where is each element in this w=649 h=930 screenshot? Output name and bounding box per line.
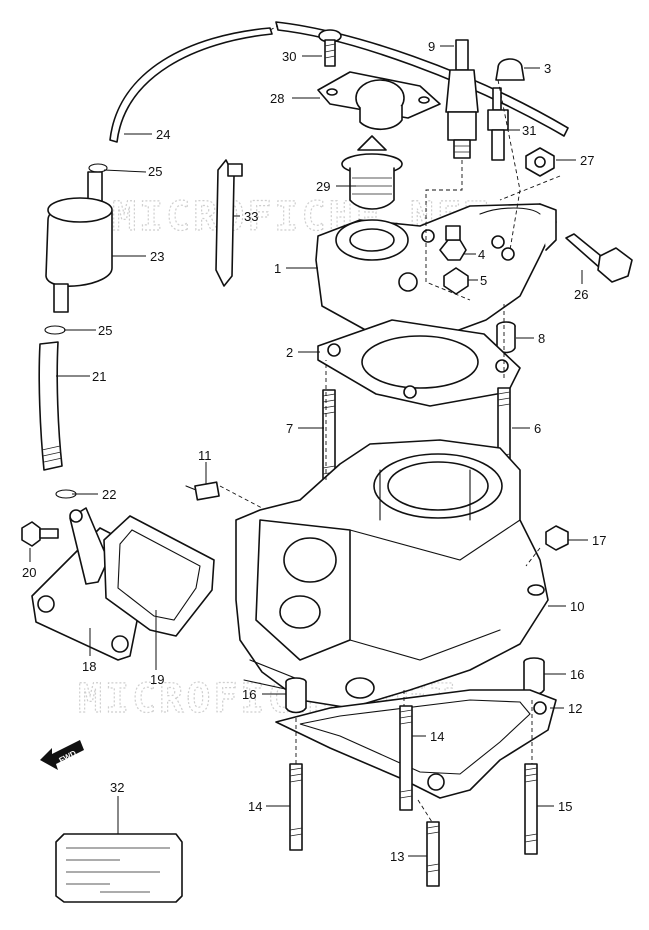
leader-lines xyxy=(29,45,588,857)
part-11-plug xyxy=(185,481,220,501)
part-25-clip-lower xyxy=(44,325,66,335)
callout-13: 13 xyxy=(390,849,404,864)
callout-6: 6 xyxy=(534,421,541,436)
callout-31: 31 xyxy=(522,123,536,138)
callout-16-right: 16 xyxy=(570,667,584,682)
part-5-nut xyxy=(443,267,469,295)
part-13-stud xyxy=(426,821,440,887)
part-16-dowel-left xyxy=(285,677,307,714)
callout-16-left: 16 xyxy=(242,687,256,702)
callout-21: 21 xyxy=(92,369,106,384)
callout-2: 2 xyxy=(286,345,293,360)
part-26-bolt xyxy=(565,233,633,283)
callout-9: 9 xyxy=(428,39,435,54)
callout-23: 23 xyxy=(150,249,164,264)
callout-labels: 24 25 23 25 21 22 20 18 19 30 28 29 33 9… xyxy=(22,39,606,864)
callout-1: 1 xyxy=(274,261,281,276)
part-24-hose xyxy=(109,21,569,143)
callout-14-center: 14 xyxy=(430,729,444,744)
callout-20: 20 xyxy=(22,565,36,580)
callout-7: 7 xyxy=(286,421,293,436)
part-21-hose xyxy=(38,341,63,471)
part-2-head-gasket xyxy=(317,319,521,407)
callout-27: 27 xyxy=(580,153,594,168)
callout-25-lower: 25 xyxy=(98,323,112,338)
callout-19: 19 xyxy=(150,672,164,687)
part-19-gasket xyxy=(103,515,215,637)
callout-22: 22 xyxy=(102,487,116,502)
callout-30: 30 xyxy=(282,49,296,64)
callout-4: 4 xyxy=(478,247,485,262)
callout-15: 15 xyxy=(558,799,572,814)
part-28-thermostat-cover xyxy=(317,71,441,131)
callout-5: 5 xyxy=(480,273,487,288)
fwd-arrow-icon: FWD xyxy=(40,740,84,770)
part-32-caution-label xyxy=(55,833,183,903)
callout-18: 18 xyxy=(82,659,96,674)
part-1-cylinder-head xyxy=(315,203,557,339)
part-30-screw xyxy=(318,29,342,67)
part-23-fuel-filter xyxy=(45,171,113,313)
part-15-stud xyxy=(524,763,538,855)
callout-8: 8 xyxy=(538,331,545,346)
part-31-temperature-sensor xyxy=(487,87,509,161)
callout-11: 11 xyxy=(198,448,212,463)
callout-24: 24 xyxy=(156,127,170,142)
callout-25-upper: 25 xyxy=(148,164,162,179)
part-29-thermostat xyxy=(341,135,403,210)
part-16-dowel-right xyxy=(523,657,545,696)
part-14-stud-left xyxy=(289,763,303,851)
part-25-clip-upper xyxy=(88,163,108,173)
part-33-clip xyxy=(215,159,243,287)
callout-3: 3 xyxy=(544,61,551,76)
callout-32: 32 xyxy=(110,780,124,795)
part-27-nut xyxy=(525,147,555,177)
part-9-spark-plug xyxy=(445,39,479,159)
callout-26: 26 xyxy=(574,287,588,302)
callout-12: 12 xyxy=(568,701,582,716)
assembly-lines xyxy=(219,79,561,823)
callout-28: 28 xyxy=(270,91,284,106)
part-17-nut xyxy=(545,525,569,551)
part-20-bolt xyxy=(21,521,59,547)
callout-33: 33 xyxy=(244,209,258,224)
part-3-cap-nut xyxy=(495,58,525,81)
part-14-stud-center xyxy=(399,705,413,811)
part-10-cylinder xyxy=(235,439,549,709)
callout-14-left: 14 xyxy=(248,799,262,814)
callout-29: 29 xyxy=(316,179,330,194)
callout-10: 10 xyxy=(570,599,584,614)
callout-17: 17 xyxy=(592,533,606,548)
